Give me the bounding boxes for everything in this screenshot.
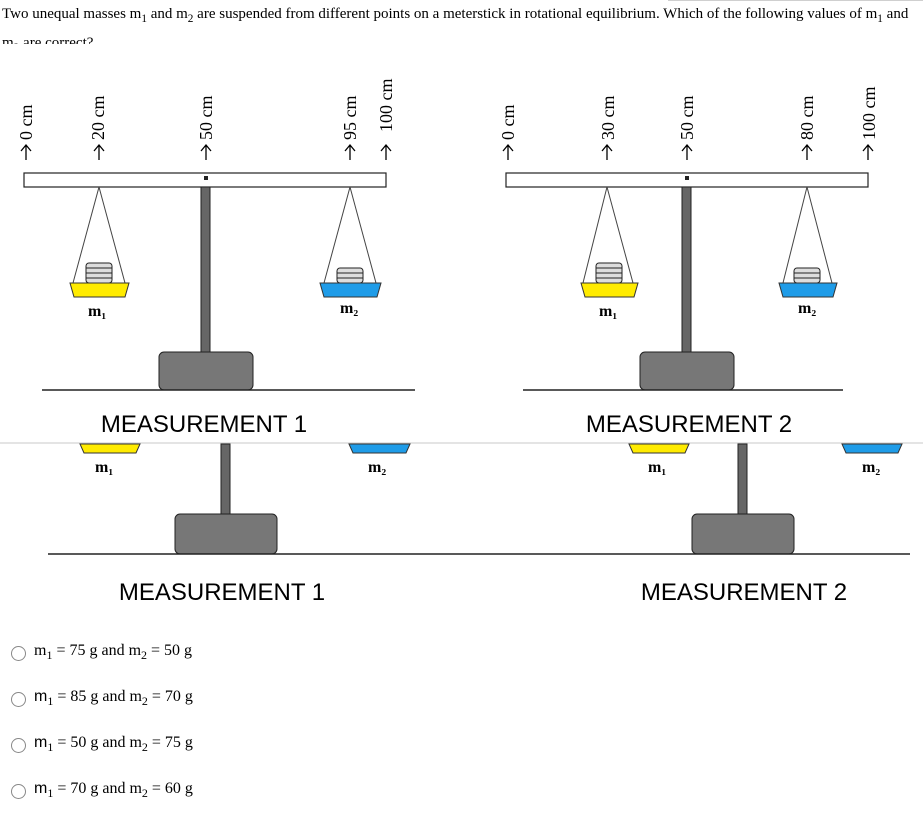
mass-label-m2: m₂ xyxy=(340,300,358,317)
hanger-right xyxy=(778,186,838,298)
divider xyxy=(668,0,923,1)
duplicate-figure: m₁ m₂ m₁ m₂ MEASUREMENT 1 MEASUREMENT 2 xyxy=(0,442,923,606)
hanger-left xyxy=(580,186,639,298)
tick-label: 80 cm xyxy=(797,96,817,141)
measurement-title: MEASUREMENT 2 xyxy=(586,411,792,438)
pan-right-partial xyxy=(348,443,411,454)
hanger-right xyxy=(319,186,382,298)
option-3[interactable]: m1 = 50 g and m2 = 75 g xyxy=(11,722,193,768)
pan-right-partial xyxy=(841,443,903,454)
radio-button[interactable] xyxy=(11,783,26,799)
tick-arrows xyxy=(20,143,392,160)
mass-label: m₁ xyxy=(95,459,113,476)
tick-label: 95 cm xyxy=(340,96,360,141)
pivot-point xyxy=(204,176,208,180)
stand-post xyxy=(681,186,692,356)
hanger-left xyxy=(69,186,130,298)
radio-button[interactable] xyxy=(11,645,26,661)
stand-base xyxy=(158,351,254,391)
stand-base xyxy=(691,513,795,555)
tick-label: 20 cm xyxy=(88,96,108,141)
option-4[interactable]: m1 = 70 g and m2 = 60 g xyxy=(11,768,193,814)
option-label: m1 = 85 g and m2 = 70 g xyxy=(34,688,193,709)
stand-base xyxy=(174,513,278,555)
stand-post xyxy=(737,443,748,518)
pan-left-partial xyxy=(79,443,141,454)
stand-post xyxy=(200,186,211,356)
tick-label: 30 cm xyxy=(598,96,618,141)
mass-label: m₂ xyxy=(368,459,386,476)
mass-label: m₁ xyxy=(648,459,666,476)
tick-label: 50 cm xyxy=(196,96,216,141)
tick-arrows xyxy=(502,143,874,160)
option-label: m1 = 75 g and m2 = 50 g xyxy=(34,642,193,663)
pan-left-partial xyxy=(628,443,690,454)
measurement-1: 0 cm 20 cm 50 cm 95 cm 100 cm m₁ xyxy=(0,44,420,442)
answer-options: m1 = 75 g and m2 = 50 g m1 = 85 g and m2… xyxy=(11,630,193,814)
option-label: m1 = 70 g and m2 = 60 g xyxy=(34,780,193,801)
tick-label: 0 cm xyxy=(498,105,518,141)
pivot-point xyxy=(685,176,689,180)
tick-label: 50 cm xyxy=(677,96,697,141)
tick-label: 100 cm xyxy=(859,87,879,141)
radio-button[interactable] xyxy=(11,737,26,753)
option-2[interactable]: m1 = 85 g and m2 = 70 g xyxy=(11,676,193,722)
measurement-title: MEASUREMENT 1 xyxy=(101,411,307,438)
mass-label-m2: m₂ xyxy=(798,300,816,317)
tick-label: 100 cm xyxy=(376,79,396,133)
mass-label-m1: m₁ xyxy=(88,303,106,320)
measurement-2: 0 cm 30 cm 50 cm 80 cm 100 cm m₁ xyxy=(420,44,923,442)
measurement-title: MEASUREMENT 1 xyxy=(119,579,325,606)
tick-label: 0 cm xyxy=(16,105,36,141)
figure-meterstick-measurements: m₁ m₂ m₁ m₂ MEASUREMENT 1 MEASUREMENT 2 … xyxy=(0,44,923,606)
stand-base xyxy=(639,351,735,391)
mass-label-m1: m₁ xyxy=(599,303,617,320)
option-label: m1 = 50 g and m2 = 75 g xyxy=(34,734,193,755)
mass-label: m₂ xyxy=(862,459,880,476)
option-1[interactable]: m1 = 75 g and m2 = 50 g xyxy=(11,630,193,676)
stand-post xyxy=(220,443,231,518)
radio-button[interactable] xyxy=(11,691,26,707)
measurement-title: MEASUREMENT 2 xyxy=(641,579,847,606)
